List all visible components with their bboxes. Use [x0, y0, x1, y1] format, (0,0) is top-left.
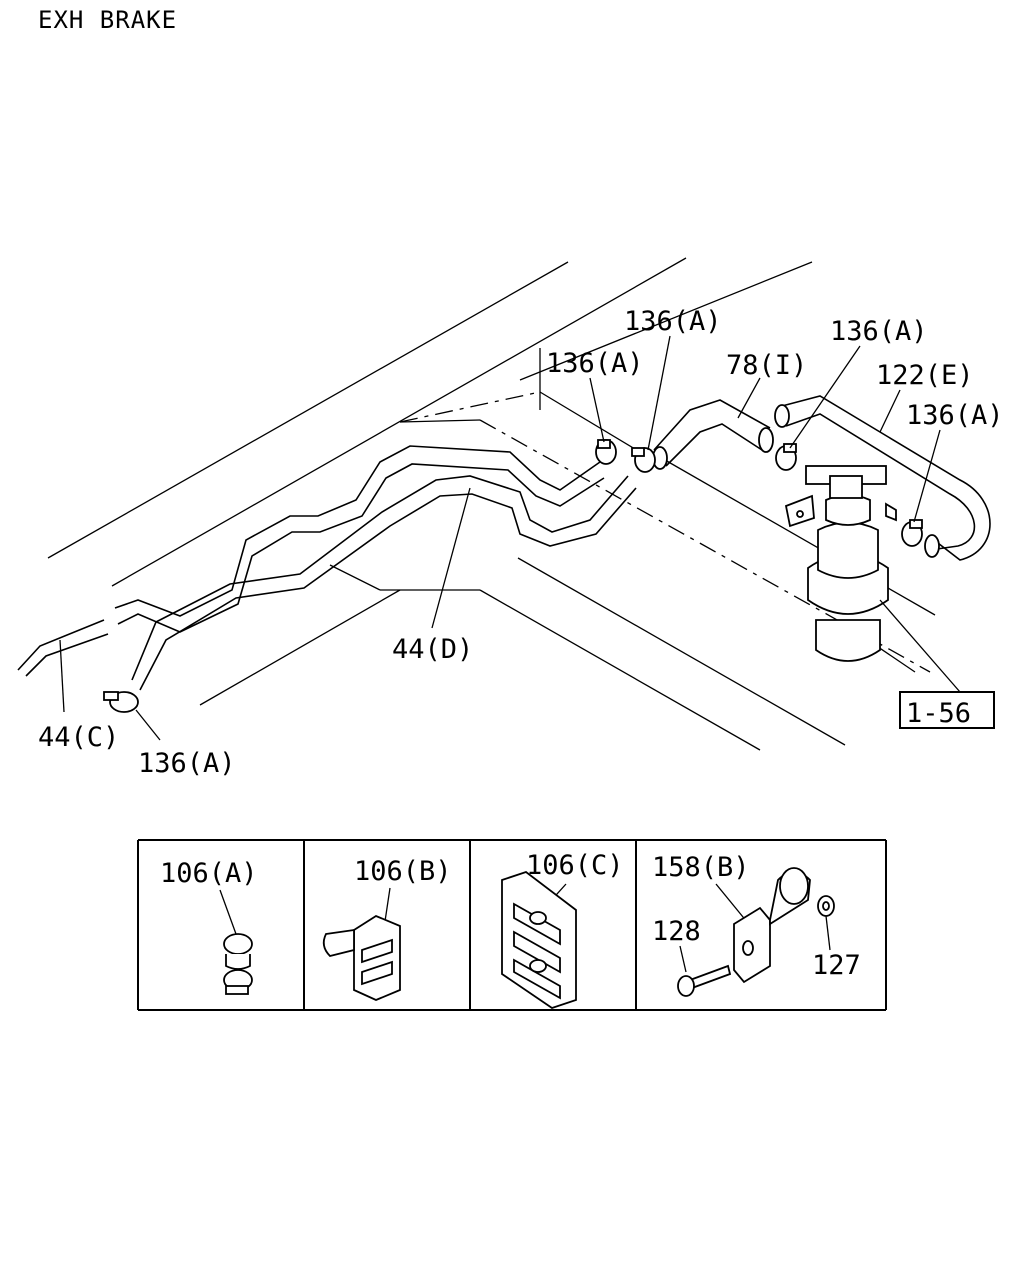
hose-78i: [652, 399, 774, 470]
label-136a-bottom: 136(A): [138, 748, 236, 779]
clip-106a-part: [223, 933, 253, 995]
reference-label: 1-56: [906, 698, 971, 729]
label-106b: 106(B): [354, 856, 452, 887]
detail-panel-158b: 158(B) 128 127: [652, 852, 861, 997]
leader-lines: [59, 335, 961, 741]
clip-106b-part: [322, 914, 401, 1001]
label-158b: 158(B): [652, 852, 750, 883]
bracket-158b-part: [733, 867, 811, 984]
detail-panel-106c: 106(C): [501, 850, 624, 1009]
label-78i: 78(I): [726, 350, 807, 381]
label-122e: 122(E): [876, 360, 974, 391]
nut-127-part: [817, 895, 835, 917]
label-106c: 106(C): [526, 850, 624, 881]
bolt-128-part: [677, 964, 732, 997]
label-127: 127: [812, 950, 861, 981]
label-128: 128: [652, 916, 701, 947]
clamp-136a-bottom: [103, 691, 139, 713]
exhaust-brake-valve: [784, 465, 897, 662]
label-136a-left: 136(A): [546, 348, 644, 379]
detail-panel-grid: [137, 839, 887, 1011]
label-136a-far-right: 136(A): [906, 400, 1004, 431]
label-136a-top: 136(A): [624, 306, 722, 337]
clamp-136a-far-right: [901, 519, 923, 547]
label-44c: 44(C): [38, 722, 119, 753]
clip-106c-part: [501, 870, 577, 1009]
hose-44c: [17, 619, 109, 677]
clamp-136a-top: [631, 447, 656, 473]
detail-panel-106b: 106(B): [322, 856, 452, 1001]
diagram-title: EXH BRAKE: [38, 6, 177, 34]
label-136a-right: 136(A): [830, 316, 928, 347]
label-44d: 44(D): [392, 634, 473, 665]
reference-box-1-56: 1-56: [899, 691, 995, 729]
hose-44d: [114, 445, 637, 691]
hose-122e: [774, 395, 991, 561]
detail-panel-106a: 106(A): [160, 858, 258, 995]
clamp-136a-left: [595, 439, 617, 465]
clamp-136a-right: [775, 443, 797, 471]
label-106a: 106(A): [160, 858, 258, 889]
